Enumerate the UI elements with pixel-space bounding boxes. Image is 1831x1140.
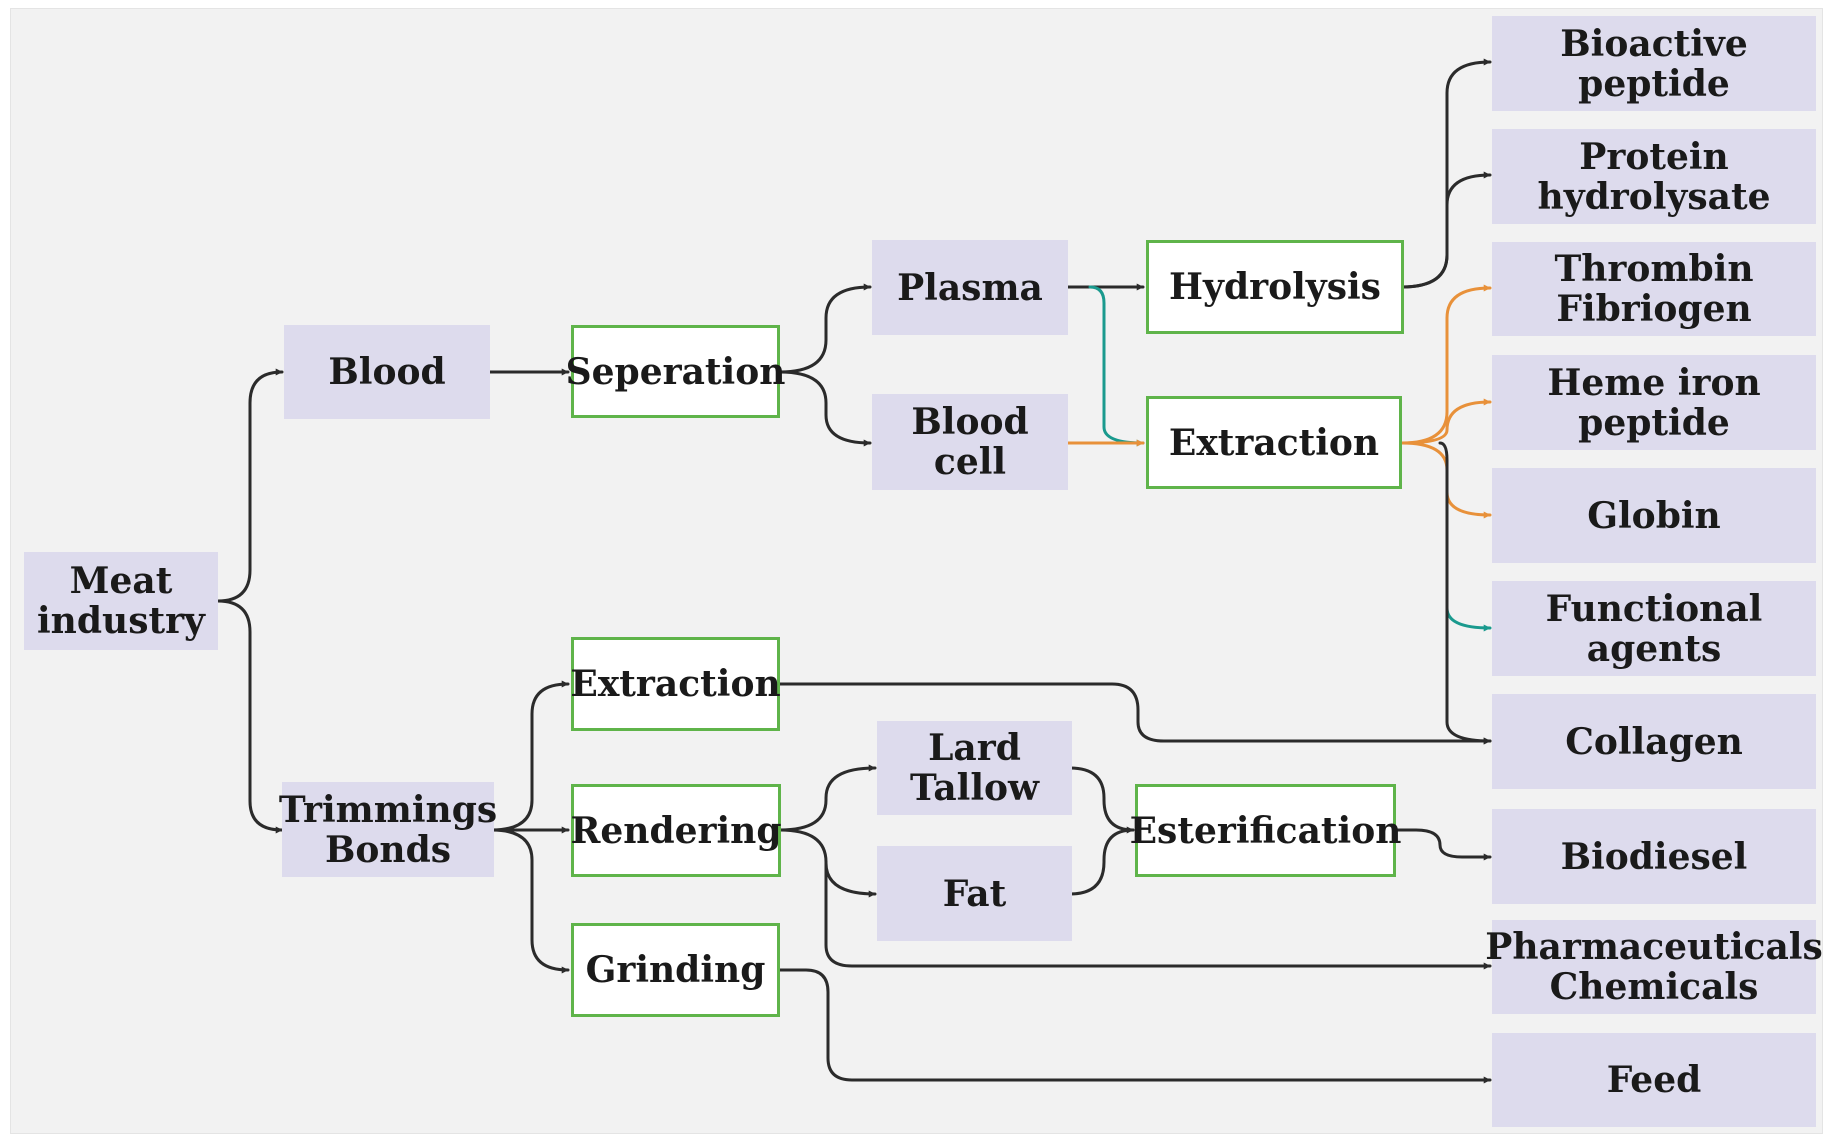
node-biodiesel: Biodiesel: [1492, 809, 1816, 904]
arrow-meat-to-blood: [216, 368, 284, 603]
node-grinding: Grinding: [571, 923, 780, 1017]
node-blood-cell: Blood cell: [872, 394, 1068, 490]
node-fat: Fat: [877, 846, 1072, 941]
arrow-meat-to-trimmings: [216, 599, 284, 834]
arrow-grinding-to-feed: [776, 968, 1492, 1084]
arrow-extraction-trim-to-collagen: [778, 682, 1492, 745]
arrow-lard-to-esterification: [1068, 766, 1135, 834]
node-thrombin-fibriogen: Thrombin Fibriogen: [1492, 242, 1816, 336]
node-extraction-blood: Extraction: [1146, 396, 1402, 489]
arrow-extraction-to-collagen: [1438, 441, 1492, 745]
node-rendering: Rendering: [570, 784, 782, 877]
node-separation: Seperation: [566, 325, 785, 418]
arrow-hydrolysis-to-protein: [1400, 171, 1492, 289]
arrow-separation-to-plasma: [778, 283, 872, 374]
node-functional-agents: Functional agents: [1492, 581, 1816, 676]
arrow-extraction-to-functional: [1445, 558, 1492, 632]
node-heme-iron-peptide: Heme iron peptide: [1492, 355, 1816, 450]
node-esterification: Esterification: [1130, 784, 1401, 877]
node-bioactive-peptide: Bioactive peptide: [1492, 16, 1816, 111]
arrow-rendering-to-lard: [778, 764, 877, 832]
arrow-rendering-to-pharma: [824, 860, 1492, 970]
arrow-esterification-to-biodiesel: [1393, 828, 1492, 861]
arrow-trimmings-to-extraction: [490, 680, 570, 832]
node-hydrolysis: Hydrolysis: [1146, 240, 1404, 334]
node-meat-industry: Meat industry: [24, 552, 218, 650]
node-feed: Feed: [1492, 1033, 1816, 1127]
arrow-fat-to-esterification: [1068, 828, 1135, 896]
node-globin: Globin: [1492, 468, 1816, 563]
node-blood: Blood: [284, 325, 490, 419]
node-lard-tallow: Lard Tallow: [877, 721, 1072, 815]
node-collagen: Collagen: [1492, 694, 1816, 789]
arrow-extraction-to-heme: [1400, 398, 1492, 445]
arrow-trimmings-to-grinding: [490, 828, 570, 974]
node-pharmaceuticals-chemicals: Pharmaceuticals Chemicals: [1485, 920, 1823, 1014]
node-trimmings-bonds: Trimmings Bonds: [279, 782, 497, 877]
arrow-separation-to-bloodcell: [778, 370, 872, 447]
arrow-plasma-to-extraction: [1088, 285, 1145, 447]
node-extraction-trimmings: Extraction: [570, 637, 781, 731]
node-protein-hydrolysate: Protein hydrolysate: [1492, 129, 1816, 224]
arrow-extraction-to-thrombin: [1400, 284, 1492, 445]
node-plasma: Plasma: [872, 240, 1068, 335]
